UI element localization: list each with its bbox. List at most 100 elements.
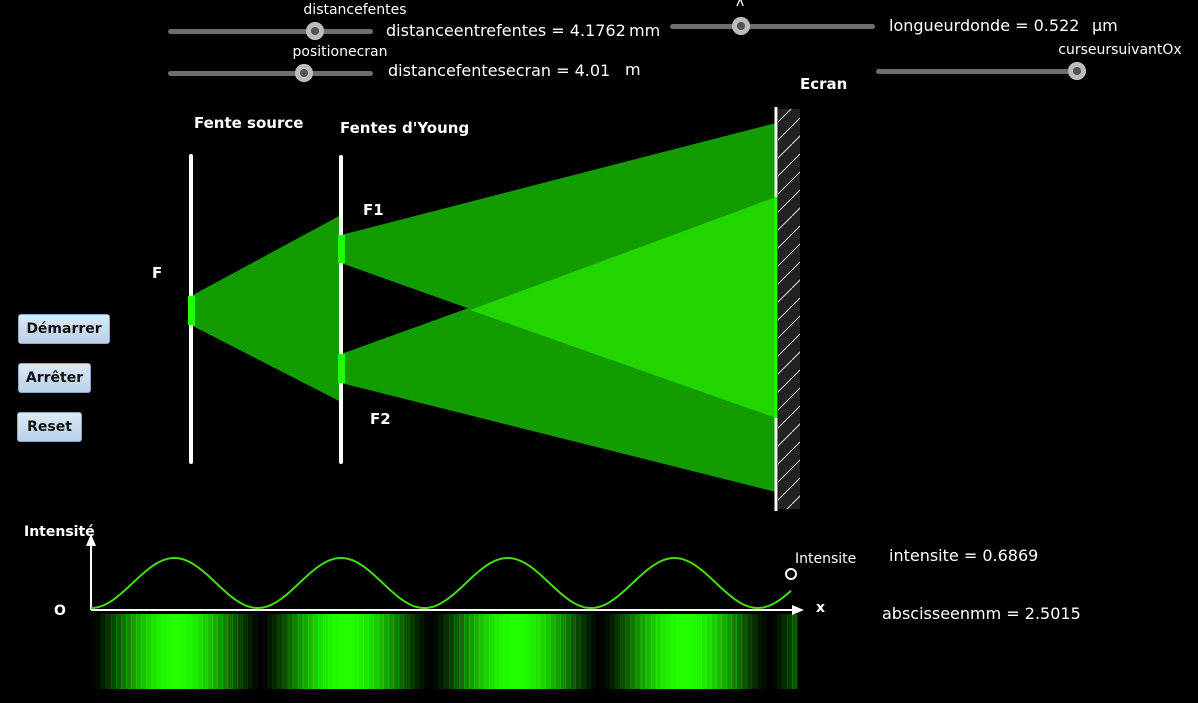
- x-axis-label: x: [816, 600, 826, 616]
- fringe-strip: [166, 614, 173, 689]
- fringe-strip: [464, 614, 470, 689]
- fringe-strip: [751, 614, 758, 689]
- fringe-strip: [126, 614, 132, 689]
- intensite-axis-label: Intensité: [24, 524, 95, 540]
- fringe-strip: [675, 614, 682, 689]
- fringe-strip: [408, 614, 415, 689]
- fringe-strip: [433, 614, 440, 689]
- fringe-strip: [570, 614, 576, 689]
- fringe-strip: [333, 614, 339, 689]
- fringe-strip: [625, 614, 632, 689]
- fringe-strip: [116, 614, 122, 689]
- fringe-strip: [267, 614, 274, 689]
- slider-lambda-label: λ: [735, 0, 745, 10]
- fringe-strip: [559, 614, 566, 689]
- fringe-strip: [353, 614, 359, 689]
- beam-source-to-slits: [191, 215, 341, 402]
- fringe-strip: [645, 614, 652, 689]
- fringe-strip: [181, 614, 188, 689]
- slider-positionecran-track[interactable]: [168, 71, 373, 76]
- fringe-strip: [489, 614, 496, 689]
- fringe-strip: [257, 614, 263, 689]
- fringe-strip: [786, 614, 793, 689]
- slider-curseur-handle[interactable]: [1068, 62, 1086, 80]
- arreter-button[interactable]: Arrêter: [18, 363, 91, 393]
- fringe-strip: [312, 614, 319, 689]
- fringe-strip: [222, 614, 228, 689]
- fringe-strip: [201, 614, 208, 689]
- source-slit-opening: [188, 296, 195, 325]
- fringe-strip: [141, 614, 148, 689]
- slider-lambda-handle[interactable]: [732, 17, 750, 35]
- slider-lambda-track[interactable]: [670, 24, 875, 29]
- fringe-strip: [691, 614, 697, 689]
- fringe-strip: [247, 614, 253, 689]
- longueurdonde-value: longueurdonde = 0.522: [889, 16, 1080, 35]
- fringe-strip: [227, 614, 233, 689]
- fringe-strip: [726, 614, 733, 689]
- fringe-strip: [363, 614, 369, 689]
- fringe-strip: [171, 614, 178, 689]
- fringe-strip: [529, 614, 536, 689]
- intensity-curve: [90, 557, 792, 609]
- fringe-strip: [686, 614, 692, 689]
- fringe-strip: [393, 614, 400, 689]
- reset-button[interactable]: Reset: [17, 412, 82, 442]
- demarrer-button[interactable]: Démarrer: [18, 314, 110, 344]
- fringe-strip: [136, 614, 143, 689]
- fringe-strip: [449, 614, 455, 689]
- fringe-strip: [151, 614, 158, 689]
- fringe-strip: [186, 614, 193, 689]
- fringe-strip: [121, 614, 127, 689]
- fringe-strip: [297, 614, 304, 689]
- fringe-strip: [212, 614, 218, 689]
- fringe-strip: [655, 614, 662, 689]
- fringe-strip: [262, 614, 268, 689]
- fringe-strip: [696, 614, 702, 689]
- fringe-strip: [610, 614, 617, 689]
- slit-f2-opening: [338, 354, 345, 383]
- fringe-strip: [716, 614, 722, 689]
- fringe-strip: [539, 614, 546, 689]
- fringe-strip: [111, 614, 117, 689]
- fringe-strip: [131, 614, 137, 689]
- fringe-strip: [630, 614, 637, 689]
- fringe-strip: [454, 614, 460, 689]
- fringe-strip: [322, 614, 329, 689]
- slider-distancefentes-track[interactable]: [168, 29, 373, 34]
- fringe-strip: [282, 614, 289, 689]
- fringe-strip: [398, 614, 405, 689]
- slit-f1-opening: [338, 235, 345, 263]
- fringe-strip: [156, 614, 163, 689]
- slider-distancefentes-handle[interactable]: [306, 22, 324, 40]
- fringe-strip: [534, 614, 541, 689]
- fringe-strip: [514, 614, 521, 689]
- fringe-strip: [368, 614, 374, 689]
- fringe-strip: [272, 614, 279, 689]
- fringe-strip: [191, 614, 198, 689]
- f1-label: F1: [363, 201, 384, 219]
- intensite-readout: intensite = 0.6869: [889, 546, 1039, 565]
- fringe-strip: [302, 614, 309, 689]
- fringe-strip: [232, 614, 238, 689]
- fringe-strip: [565, 614, 571, 689]
- fringe-strip: [772, 614, 778, 689]
- longueurdonde-unit: μm: [1092, 16, 1118, 35]
- fringe-strip: [91, 614, 97, 689]
- slider-positionecran-handle[interactable]: [295, 64, 313, 82]
- fringe-strip: [524, 614, 531, 689]
- fringe-strip: [358, 614, 364, 689]
- fringe-strip: [595, 614, 601, 689]
- fringe-strip: [242, 614, 248, 689]
- fringe-strip: [403, 614, 410, 689]
- fringe-strip: [781, 614, 788, 689]
- fringe-strip: [706, 614, 712, 689]
- fringe-strip: [101, 614, 107, 689]
- fringe-strip: [307, 614, 314, 689]
- f2-label: F2: [370, 410, 391, 428]
- slider-curseur-track[interactable]: [876, 69, 1081, 74]
- fringe-strip: [277, 614, 284, 689]
- fringe-strip: [424, 614, 430, 689]
- fringe-strip: [776, 614, 783, 689]
- fringe-strip: [731, 614, 738, 689]
